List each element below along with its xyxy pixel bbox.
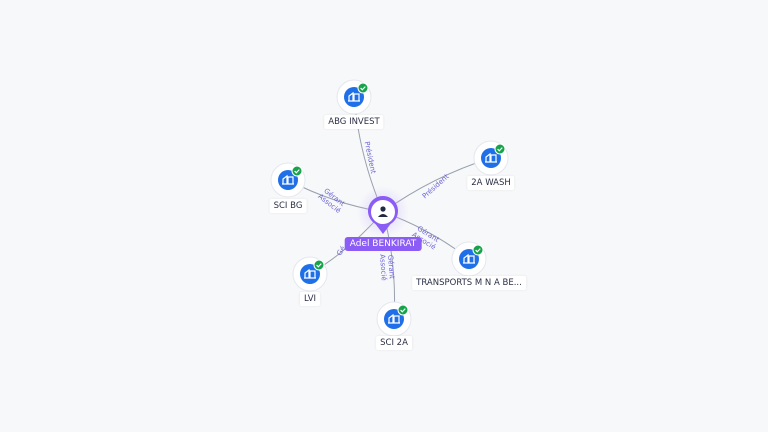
verified-check-icon [397, 304, 409, 316]
check-glyph [475, 248, 481, 253]
edge-label-sci2a-0: Gérant [386, 255, 396, 280]
company-label-abg[interactable]: ABG INVEST [324, 115, 384, 129]
verified-check-icon [357, 82, 369, 94]
building-glyph [304, 268, 316, 279]
verified-check-icon [494, 143, 506, 155]
verified-check-icon [472, 244, 484, 256]
company-node-sci2a[interactable] [376, 301, 412, 337]
company-node-lvi[interactable] [292, 256, 328, 292]
company-label-sci2a[interactable]: SCI 2A [376, 336, 412, 350]
building-glyph [388, 313, 400, 324]
company-label-tmna[interactable]: TRANSPORTS M N A BE... [412, 276, 526, 290]
edge-label-wash-0: Président [421, 172, 451, 200]
company-node-abg[interactable] [336, 79, 372, 115]
building-glyph [485, 152, 497, 163]
edge-label-sci2a-1: Associé [378, 254, 388, 281]
check-glyph [400, 308, 406, 313]
check-glyph [497, 147, 503, 152]
building-glyph [348, 91, 360, 102]
building-glyph [463, 253, 475, 264]
center-name-label[interactable]: Adel BENKIRAT [344, 237, 422, 251]
company-node-tmna[interactable] [451, 241, 487, 277]
person-icon [378, 206, 388, 217]
verified-check-icon [313, 259, 325, 271]
company-node-wash[interactable] [473, 140, 509, 176]
nodes-layer [270, 79, 509, 337]
company-node-sci_bg[interactable] [270, 162, 306, 198]
check-glyph [294, 169, 300, 174]
center-inner-circle [371, 200, 395, 224]
verified-check-icon [291, 165, 303, 177]
edge-label-lvi-0: Gé [335, 245, 347, 257]
company-label-wash[interactable]: 2A WASH [467, 176, 515, 190]
center-node[interactable] [357, 186, 409, 238]
company-label-sci_bg[interactable]: SCI BG [269, 199, 307, 213]
center-pin-tip [374, 222, 392, 234]
company-label-lvi[interactable]: LVI [299, 292, 321, 306]
check-glyph [316, 263, 322, 268]
check-glyph [360, 86, 366, 91]
building-glyph [282, 174, 294, 185]
